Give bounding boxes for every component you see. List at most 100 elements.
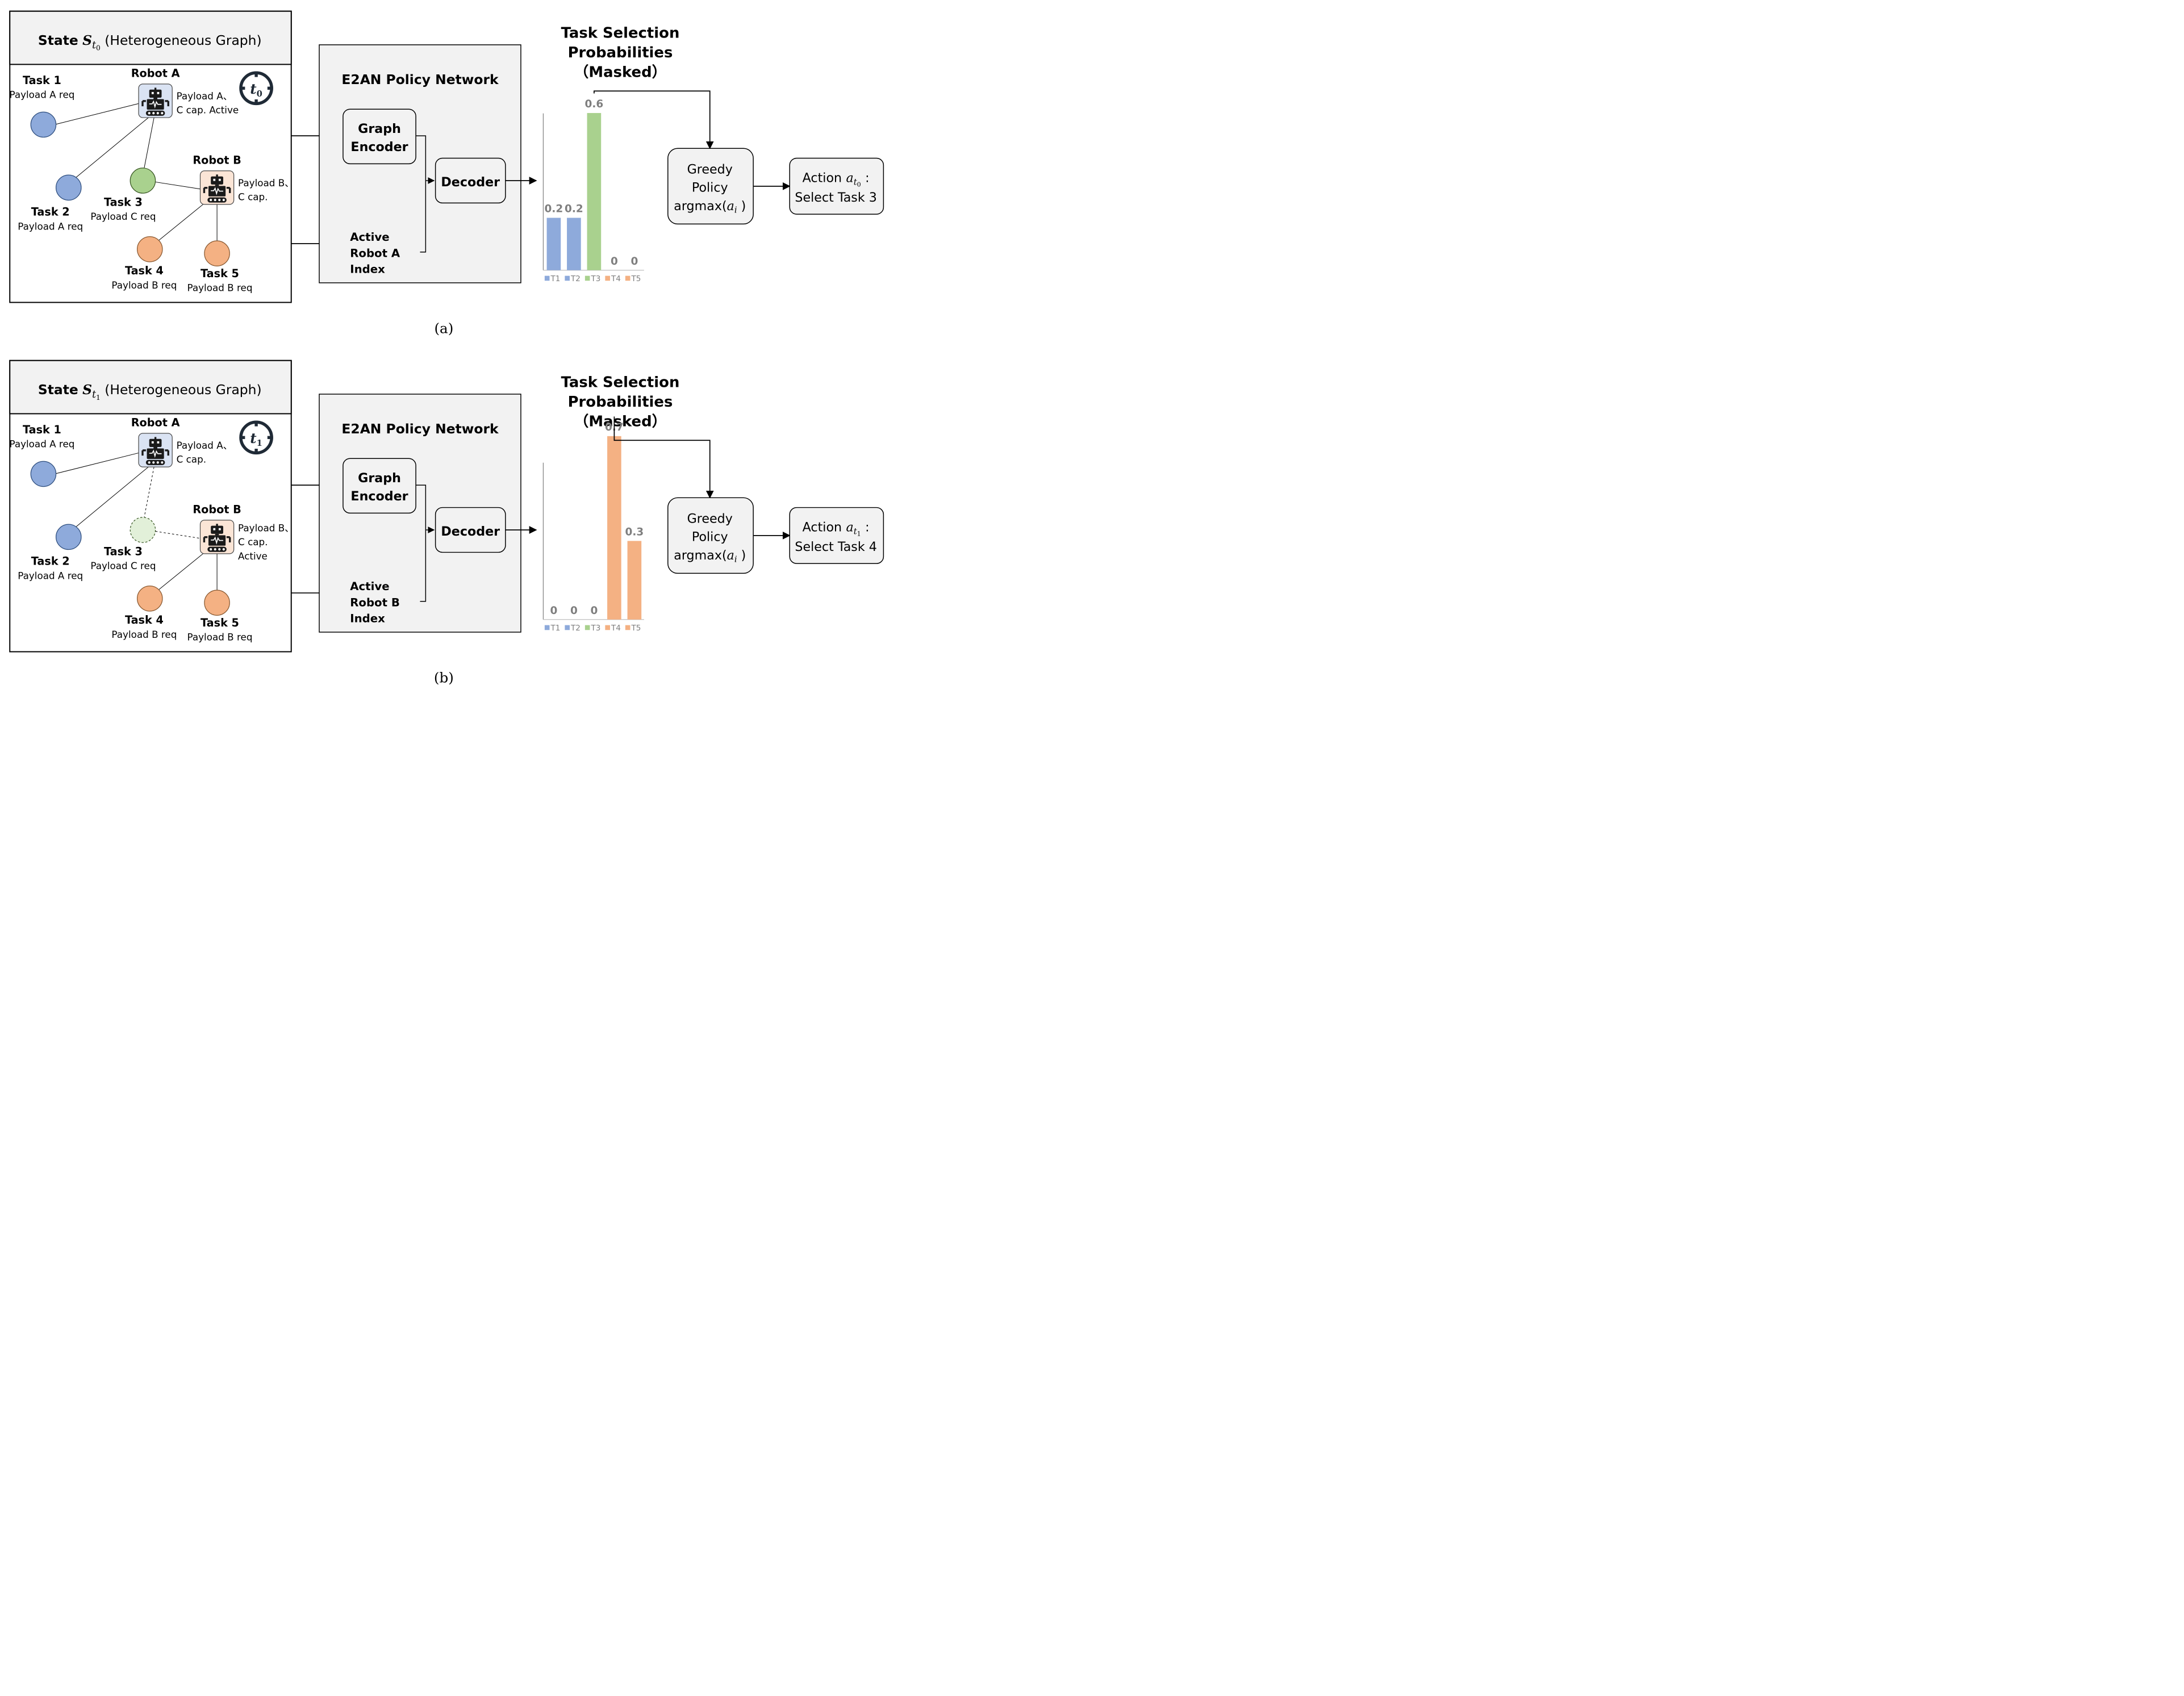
task-name: Task 4 (125, 264, 164, 277)
task-name: Task 2 (31, 206, 70, 219)
clock-icon: t1 (239, 420, 273, 455)
edge-robot-a-task-1 (55, 452, 139, 474)
graph-encoder-label: Encoder (350, 140, 408, 154)
bar-value-label: 0.6 (585, 98, 604, 110)
task-requirement: Payload A req (18, 570, 83, 581)
state-symbol: S (82, 382, 92, 398)
legend-swatch (565, 275, 570, 281)
bar-value-label: 0 (630, 256, 638, 268)
legend-label: T2 (570, 624, 581, 633)
active-index-label: Index (350, 263, 385, 276)
argmax-label: argmax(ai ) (674, 199, 746, 215)
state-title-suffix: (Heterogeneous Graph) (105, 32, 261, 48)
task-requirement: Payload B req (111, 629, 177, 640)
argmax-symbol: a (727, 548, 734, 563)
task-name: Task 1 (23, 423, 61, 436)
bar-t2 (567, 218, 581, 270)
edge-robot-a-task-3 (144, 117, 154, 168)
legend-label: T3 (590, 274, 600, 283)
edge-robot-a-task-1 (55, 103, 139, 125)
legend-label: T1 (550, 274, 560, 283)
greedy-label: Greedy (687, 162, 733, 177)
bar-value-label: 0 (550, 605, 557, 617)
argmax-symbol: a (727, 199, 734, 214)
task-name: Task 3 (104, 195, 143, 208)
probs-title: Probabilities (568, 394, 673, 411)
robot-a-name: Robot A (131, 416, 180, 429)
robot-a-capability: Payload A、 (177, 90, 233, 102)
bar-value-label: 0.2 (565, 203, 583, 215)
argmax-sub: i (734, 206, 737, 215)
edge-robot-b-task-3 (155, 181, 201, 190)
task-node (136, 585, 163, 612)
active-index-label: Active (350, 231, 389, 244)
clock-label: t1 (250, 430, 262, 448)
legend-swatch (605, 625, 611, 630)
task-requirement: Payload C req (90, 560, 156, 571)
graph-encoder-label: Encoder (350, 489, 408, 504)
decoder-label: Decoder (441, 524, 500, 539)
robot-b-name: Robot B (193, 153, 241, 166)
clock-symbol: t (250, 430, 257, 446)
graph-encoder-box (343, 458, 416, 514)
merge-bracket (416, 484, 427, 602)
state-symbol: S (82, 32, 92, 48)
state-header (9, 10, 292, 65)
active-index-label: Robot B (350, 596, 400, 609)
bar-t3 (587, 112, 602, 270)
active-index-label: Index (350, 612, 385, 625)
argmax-func: argmax( (674, 199, 726, 214)
bar-value-label: 0 (611, 256, 618, 268)
bar-value-label: 0 (570, 605, 578, 617)
legend-label: T5 (630, 624, 641, 633)
robot-b-name: Robot B (193, 503, 241, 516)
bar-t4 (607, 436, 621, 620)
task-node (204, 590, 230, 616)
policy-network: E2AN Policy NetworkGraphEncoderDecoderAc… (319, 394, 521, 633)
argmax-sub: i (734, 555, 737, 565)
task-5: Task 5 Payload B req (187, 590, 253, 643)
robot-a-capability: C cap. (177, 454, 206, 465)
action-subsub: 0 (857, 181, 861, 188)
task-name: Task 5 (201, 616, 239, 629)
legend-swatch (605, 275, 611, 281)
clock-sub: 1 (257, 438, 262, 448)
action-word: Action (803, 520, 842, 534)
task-requirement: Payload B req (111, 279, 177, 291)
clock-label: t0 (250, 81, 262, 99)
arrow-max-to-greedy (613, 416, 714, 499)
robot-a-capability: Payload A、 (177, 440, 233, 451)
task-requirement: Payload B req (187, 632, 253, 643)
edge-robot-a-task-2 (75, 117, 149, 178)
bar-t1 (546, 218, 561, 270)
legend-swatch (584, 275, 590, 281)
robot-b-capability: Payload B、 (238, 522, 294, 533)
graph-edges (55, 103, 218, 241)
bar-value-label: 0.3 (625, 527, 644, 538)
argmax-close: ) (737, 548, 746, 563)
legend-swatch (544, 275, 550, 281)
panel-caption: (a) (434, 320, 453, 337)
state-sub: t (92, 389, 96, 400)
legend-label: T4 (611, 624, 621, 633)
legend-label: T5 (630, 274, 641, 283)
edge-robot-b-task-4 (158, 204, 203, 241)
task-requirement: Payload B req (187, 282, 253, 294)
legend-label: T4 (611, 274, 621, 283)
legend-swatch (625, 275, 630, 281)
